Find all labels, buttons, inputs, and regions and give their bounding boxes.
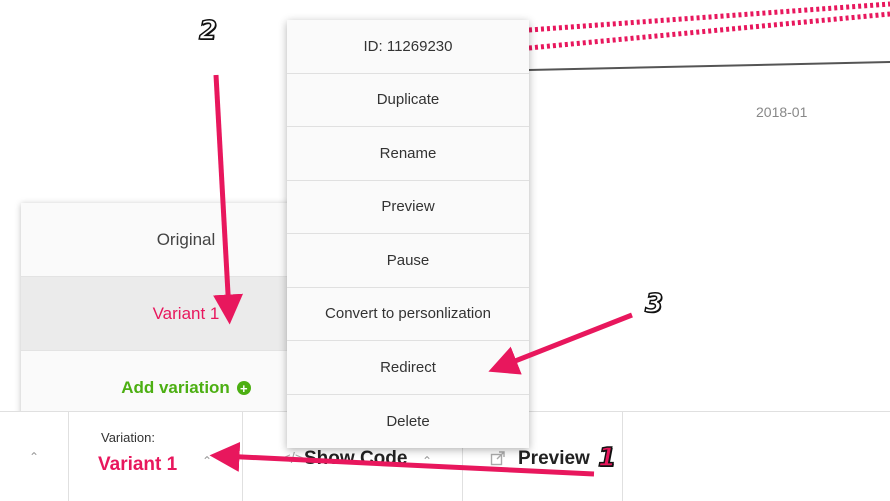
menu-item-duplicate[interactable]: Duplicate	[287, 74, 529, 127]
show-code-label: Show Code	[304, 448, 408, 469]
annotation-number-2: 2	[198, 15, 218, 47]
menu-item-rename[interactable]: Rename	[287, 127, 529, 181]
plus-circle-icon: +	[236, 381, 251, 395]
chevron-up-icon: ⌃	[28, 449, 40, 464]
variation-caption: Variation:	[101, 430, 155, 445]
chevron-up-icon: ⌃	[422, 454, 433, 468]
variation-original[interactable]: Original	[21, 203, 351, 277]
code-icon: </>	[282, 450, 304, 467]
variation-context-menu: ID: 11269230 Duplicate Rename Preview Pa…	[287, 20, 529, 448]
external-link-icon	[490, 450, 506, 471]
add-variation-button[interactable]: Add variation +	[21, 351, 351, 425]
chart-dotted-line-upper	[528, 1, 890, 33]
chart-date-label: 2018-01	[756, 104, 808, 120]
menu-item-delete[interactable]: Delete	[386, 412, 430, 430]
add-variation-label: Add variation	[121, 378, 230, 397]
chart-background	[528, 1, 890, 71]
menu-item-convert-personalization[interactable]: Convert to personlization	[287, 288, 529, 341]
chevron-up-icon: ⌃	[202, 454, 213, 468]
menu-item-preview[interactable]: Preview	[287, 181, 529, 234]
menu-item-pause[interactable]: Pause	[287, 234, 529, 288]
menu-item-redirect[interactable]: Redirect	[287, 341, 529, 395]
variation-selector[interactable]: Variation: Variant 1 ⌃	[68, 412, 243, 501]
preview-label: Preview	[518, 448, 590, 469]
chart-dotted-line-lower	[528, 11, 890, 51]
annotation-number-1: 1	[597, 442, 617, 474]
chart-solid-line	[528, 61, 890, 71]
menu-item-id: ID: 11269230	[287, 20, 529, 74]
collapse-toggle[interactable]: ⌃	[0, 412, 69, 501]
annotation-number-3: 3	[644, 288, 664, 320]
variation-value: Variant 1	[98, 454, 178, 475]
